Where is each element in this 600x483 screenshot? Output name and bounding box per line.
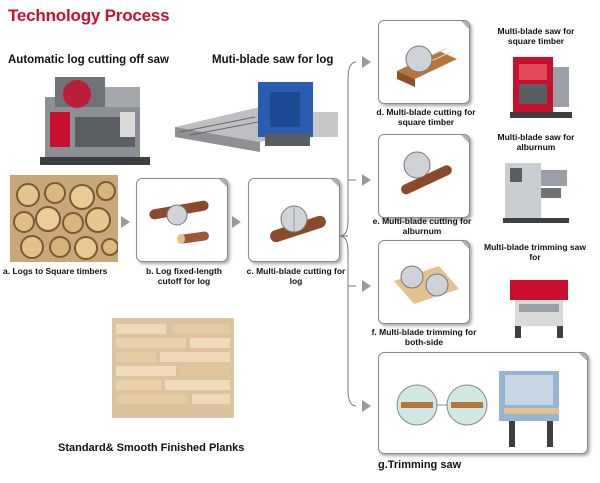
arrow-a-to-b bbox=[121, 216, 130, 228]
finished-planks-image bbox=[112, 318, 234, 418]
step-a-caption: a. Logs to Square timbers bbox=[3, 266, 108, 276]
step-b-caption: b. Log fixed-length cutoff for log bbox=[145, 266, 223, 286]
machine-e-image bbox=[500, 158, 572, 226]
flow-bracket bbox=[339, 61, 357, 407]
planks-caption: Standard& Smooth Finished Planks bbox=[58, 442, 245, 454]
arrow-b-to-c bbox=[232, 216, 241, 228]
step-g-card bbox=[378, 352, 588, 454]
logs-photo bbox=[10, 175, 118, 262]
machine-f-image bbox=[505, 276, 573, 340]
header-multi-blade-saw-log: Muti-blade saw for log bbox=[212, 54, 334, 66]
header-log-cutting-off-saw: Automatic log cutting off saw bbox=[8, 54, 169, 66]
machine-f-caption: Multi-blade trimming saw for bbox=[483, 242, 586, 262]
page-title: Technology Process bbox=[8, 6, 170, 25]
step-d-card bbox=[378, 20, 470, 104]
arrow-to-e bbox=[362, 174, 371, 186]
log-cutting-off-saw-image bbox=[35, 72, 155, 172]
step-f-card bbox=[378, 240, 470, 324]
step-e-caption: e. Multi-blade cutting for alburnum bbox=[372, 216, 472, 236]
step-c-card bbox=[248, 178, 340, 262]
step-b-card bbox=[136, 178, 228, 262]
step-e-card bbox=[378, 134, 470, 218]
machine-d-caption: Multi-blade saw for square timber bbox=[497, 26, 575, 46]
machine-d-image bbox=[505, 52, 575, 122]
step-g-caption: g.Trimming saw bbox=[378, 459, 462, 471]
step-d-caption: d. Multi-blade cutting for square timber bbox=[376, 107, 476, 127]
machine-e-caption: Multi-blade saw for alburnum bbox=[497, 132, 575, 152]
step-c-caption: c. Multi-blade cutting for log bbox=[246, 266, 346, 286]
arrow-to-d bbox=[362, 56, 371, 68]
step-f-caption: f. Multi-blade trimming for both-side bbox=[371, 327, 477, 347]
arrow-to-f bbox=[362, 280, 371, 292]
multi-blade-saw-log-image bbox=[170, 72, 345, 167]
arrow-to-g bbox=[362, 400, 371, 412]
